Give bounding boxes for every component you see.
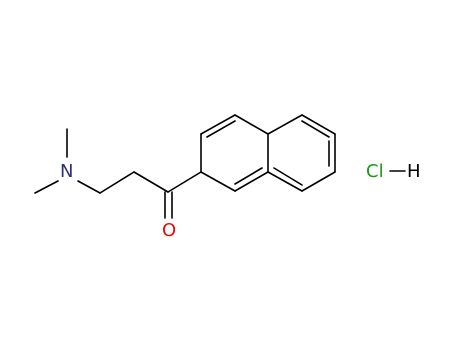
bond-n-ch2	[77, 180, 101, 194]
bond-n-methyl-left	[34, 180, 59, 194]
atom-hydrogen: H	[407, 161, 421, 182]
ring-double-bond	[206, 120, 236, 138]
ring-bond	[267, 171, 303, 192]
bonds	[34, 114, 406, 219]
atom-chlorine: Cl	[366, 161, 384, 182]
atom-nitrogen: N	[60, 161, 73, 182]
ring-double-bond	[301, 120, 330, 138]
ring-double-bond	[273, 167, 303, 186]
ring-bond	[200, 171, 236, 192]
ring-bond	[301, 171, 336, 192]
bond-ch2-ch2	[99, 171, 135, 194]
bond-carbonyl-ring	[167, 171, 202, 193]
ring-bond	[234, 171, 269, 192]
atom-labels: N O Cl H	[60, 161, 421, 241]
ring-bond	[301, 114, 336, 135]
ring-double-bond	[234, 167, 263, 185]
ring-bond	[267, 114, 303, 135]
atom-oxygen: O	[162, 220, 176, 241]
bond-ch2-carbonyl	[133, 171, 169, 193]
ring-bond	[200, 114, 236, 135]
ring-bond	[234, 114, 269, 135]
